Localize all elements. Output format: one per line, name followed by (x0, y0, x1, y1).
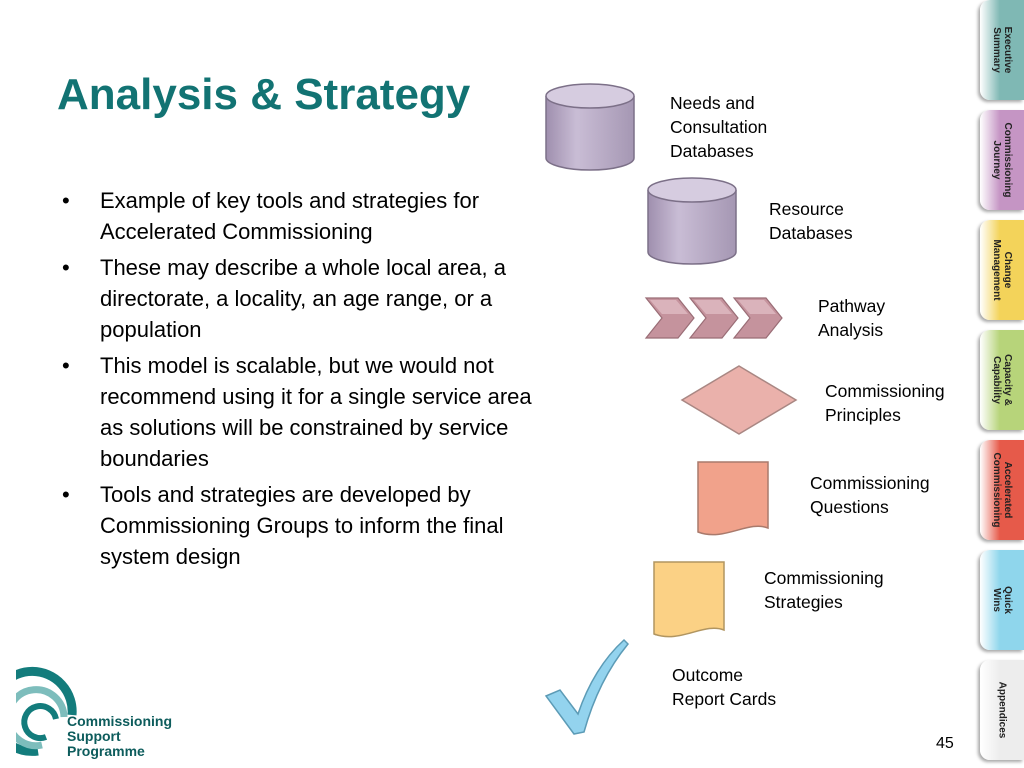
document-icon (697, 461, 769, 536)
tab-label: Change Management (991, 239, 1013, 301)
bullet-text: These may describe a whole local area, a… (100, 255, 506, 342)
bullet-item: • Tools and strategies are developed by C… (62, 479, 542, 572)
tab-label: Quick Wins (991, 586, 1013, 614)
bullet-text: Tools and strategies are developed by Co… (100, 482, 504, 569)
bullet-text: This model is scalable, but we would not… (100, 353, 532, 471)
bullet-item: • Example of key tools and strategies for… (62, 185, 542, 247)
tab-label: Appendices (996, 681, 1008, 739)
bullet-icon: • (62, 188, 70, 213)
tab-label: Executive Summary (991, 26, 1013, 74)
tab-label: Accelerated Commissioning (991, 452, 1013, 528)
chevron-arrows-icon (644, 297, 783, 339)
diagram-label: Pathway Analysis (818, 296, 886, 340)
tab-accelerated-commissioning[interactable]: Accelerated Commissioning (980, 440, 1024, 540)
tab-appendices[interactable]: Appendices (980, 660, 1024, 760)
diagram-label: Outcome Report Cards (672, 665, 777, 709)
diamond-icon (680, 365, 798, 435)
diagram-label: Commissioning Questions (810, 473, 930, 517)
diagram-label: Commissioning Principles (825, 381, 945, 425)
bullet-list: • Example of key tools and strategies for… (62, 185, 542, 577)
bullet-icon: • (62, 353, 70, 378)
bullet-item: • This model is scalable, but we would no… (62, 350, 542, 474)
page-title: Analysis & Strategy (57, 70, 471, 119)
bullet-icon: • (62, 482, 70, 507)
document-icon (653, 561, 725, 638)
tab-quick-wins[interactable]: Quick Wins (980, 550, 1024, 650)
checkmark-icon (544, 638, 630, 735)
tab-capacity-capability[interactable]: Capacity & Capability (980, 330, 1024, 430)
bullet-icon: • (62, 255, 70, 280)
bullet-item: • These may describe a whole local area, … (62, 252, 542, 345)
tab-label: Commissioning Journey (991, 122, 1013, 198)
database-icon (545, 83, 635, 171)
tab-executive-summary[interactable]: Executive Summary (980, 0, 1024, 100)
diagram-label: Needs and Consultation Databases (670, 93, 768, 161)
section-tabs: Executive Summary Commissioning Journey … (976, 0, 1024, 768)
logo-text: Commissioning Support Programme (67, 713, 173, 759)
logo-icon (16, 666, 77, 756)
tab-change-management[interactable]: Change Management (980, 220, 1024, 320)
tab-label: Capacity & Capability (991, 354, 1013, 406)
tab-commissioning-journey[interactable]: Commissioning Journey (980, 110, 1024, 210)
bullet-text: Example of key tools and strategies for … (100, 188, 480, 244)
diagram-label: Resource Databases (769, 199, 853, 243)
diagram-label: Commissioning Strategies (764, 568, 884, 612)
database-icon (647, 177, 737, 265)
page-number: 45 (936, 735, 954, 752)
